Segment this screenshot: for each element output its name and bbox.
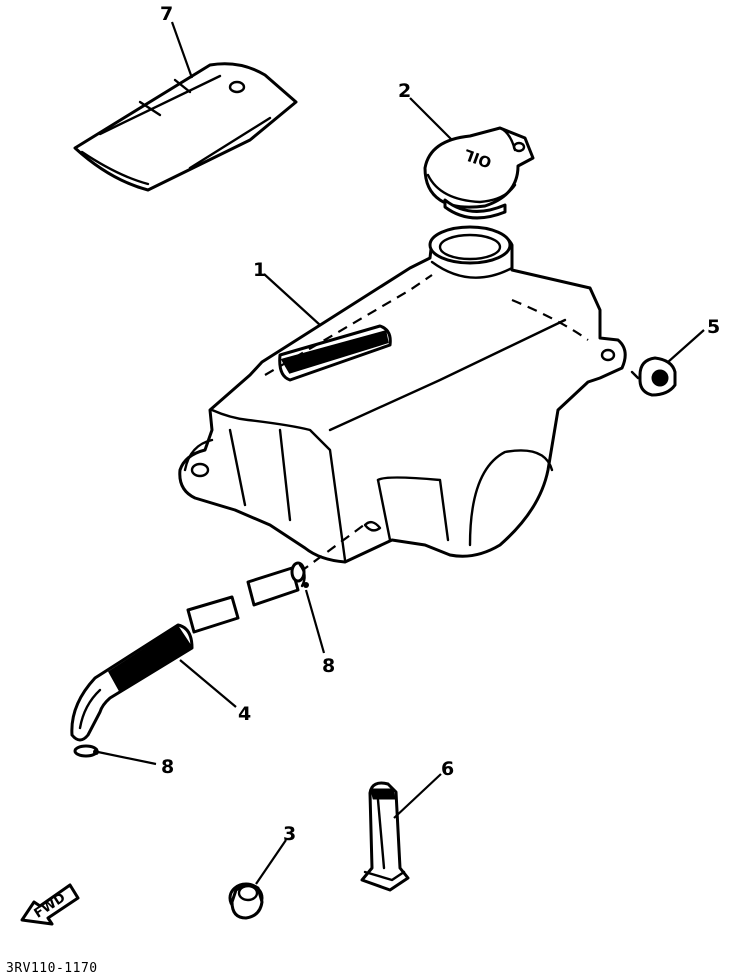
callout-8-upper: 8	[322, 655, 335, 677]
callout-labels: 1 2 3 4 5 6 7 8 8	[160, 3, 720, 845]
leader-lines	[97, 21, 705, 885]
callout-3: 3	[283, 823, 296, 845]
part-3-cap-plug	[228, 882, 264, 920]
callout-7: 7	[160, 3, 173, 25]
callout-2: 2	[398, 80, 411, 102]
part-6-strap	[360, 781, 410, 892]
diagram-id: 3RV110-1170	[6, 961, 98, 976]
part-5-grommet	[630, 356, 677, 397]
part-7-protector-pad	[73, 62, 298, 192]
part-8-clip-lower	[73, 744, 99, 758]
callout-1: 1	[253, 259, 266, 281]
callout-5: 5	[707, 316, 720, 338]
callout-4: 4	[238, 703, 251, 725]
part-2-oil-cap: OIL	[423, 126, 535, 220]
callout-6: 6	[441, 758, 454, 780]
part-1-oil-tank	[178, 225, 627, 573]
fwd-arrow-symbol: FWD	[20, 883, 80, 926]
callout-8-lower: 8	[161, 756, 174, 778]
part-8-clip-upper	[298, 563, 309, 588]
part-4-oil-hose	[70, 561, 306, 742]
